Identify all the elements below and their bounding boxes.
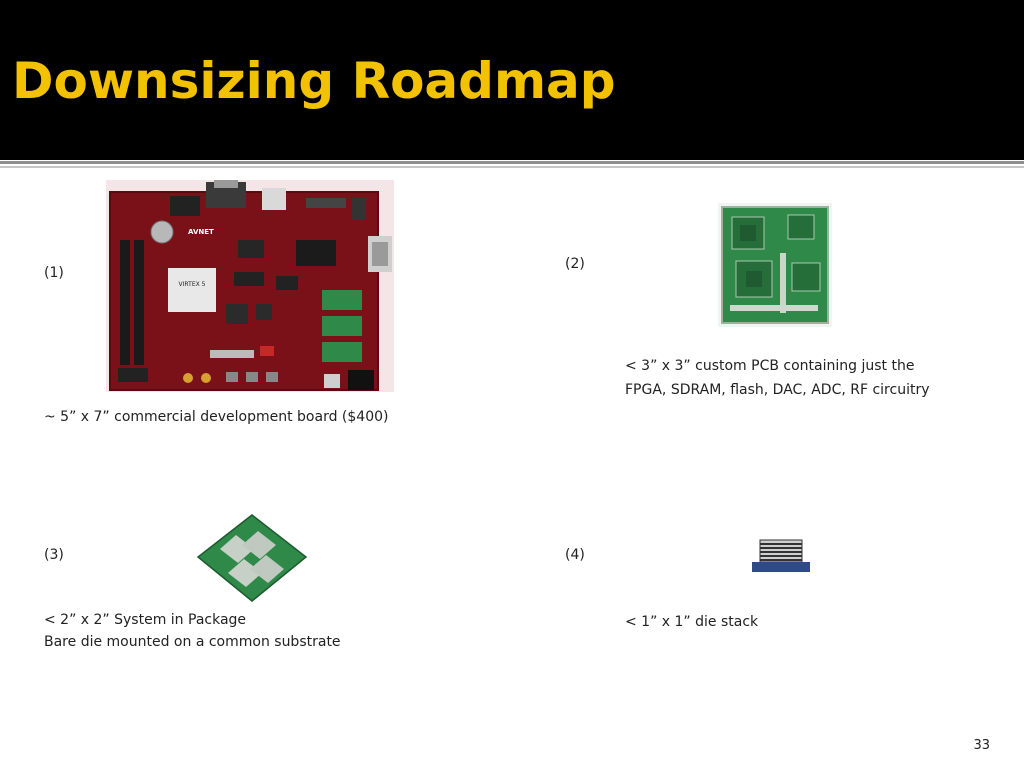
- system-in-package-image: [196, 513, 308, 603]
- die-stack-image: [750, 538, 812, 574]
- item-1-caption-line-1: ~ 5” x 7” commercial development board (…: [44, 409, 389, 425]
- item-4-label: (4): [565, 547, 585, 563]
- item-3-caption-line-2: Bare die mounted on a common substrate: [44, 634, 341, 650]
- item-2-caption-line-1: < 3” x 3” custom PCB containing just the: [625, 358, 915, 374]
- title-divider: [0, 161, 1024, 164]
- page-number: 33: [973, 738, 990, 753]
- item-3-caption-line-1: < 2” x 2” System in Package: [44, 612, 247, 628]
- item-2-label: (2): [565, 256, 585, 272]
- avnet-logo: AVNET: [188, 228, 214, 236]
- title-divider-light: [0, 166, 1024, 168]
- item-2-caption-line-2: FPGA, SDRAM, flash, DAC, ADC, RF circuit…: [625, 382, 930, 398]
- dev-board-image: VIRTEX 5 AVNET: [106, 180, 394, 392]
- item-3-label: (3): [44, 547, 64, 563]
- slide-title: Downsizing Roadmap: [12, 52, 616, 110]
- item-1-label: (1): [44, 265, 64, 281]
- title-bar: [0, 0, 1024, 160]
- custom-pcb-image: [718, 203, 832, 327]
- item-4-caption-line-1: < 1” x 1” die stack: [625, 614, 759, 630]
- fpga-chip-label: VIRTEX 5: [179, 281, 206, 288]
